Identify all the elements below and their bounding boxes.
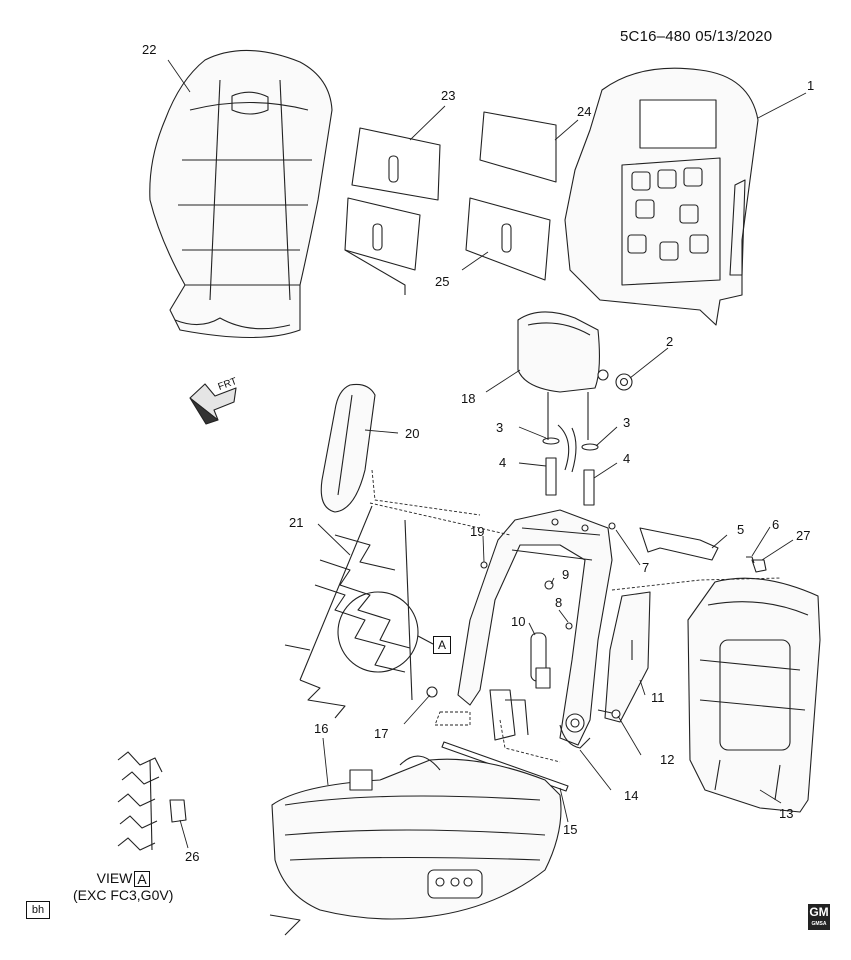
part-21-suspension-mat [284, 505, 413, 719]
callout-2: 2 [666, 334, 674, 349]
part-8-fastener [565, 622, 573, 630]
part-5-handle [639, 527, 719, 561]
view-caption: VIEW A (EXC FC3,G0V) [73, 870, 173, 904]
callout-22: 22 [142, 42, 157, 57]
part-17-nut [426, 686, 438, 698]
part-23-back-pads [344, 127, 441, 295]
callout-15: 15 [563, 822, 578, 837]
part-7-fastener [608, 522, 616, 530]
callout-19: 19 [470, 524, 485, 539]
callout-4-right: 4 [623, 451, 631, 466]
view-a-detail-circle [337, 591, 419, 673]
part-6-clip [746, 556, 755, 564]
part-25-panel [465, 197, 551, 281]
view-a-detail [117, 751, 187, 851]
view-caption-prefix: VIEW [96, 870, 133, 886]
part-2-bezel [597, 369, 633, 391]
callout-11: 11 [651, 690, 665, 705]
part-19-fastener [480, 561, 488, 569]
part-24-panel [479, 111, 557, 183]
callout-9: 9 [562, 567, 570, 582]
callout-3-left: 3 [496, 420, 504, 435]
part-13-rear-panel [687, 577, 821, 813]
callout-24: 24 [577, 104, 592, 119]
part-22-seatback-cover [149, 49, 333, 339]
part-9-nut [544, 580, 554, 590]
part-27-clip [751, 559, 767, 573]
gm-logo-sub: GMSA [811, 921, 827, 927]
callout-1: 1 [807, 78, 815, 93]
callout-10: 10 [511, 614, 526, 629]
callout-21: 21 [289, 515, 304, 530]
callout-26: 26 [185, 849, 200, 864]
part-18-headrest [517, 311, 601, 440]
callout-20: 20 [405, 426, 420, 441]
callout-6: 6 [772, 517, 780, 532]
callout-18: 18 [461, 391, 476, 406]
view-caption-letter: A [134, 870, 150, 887]
callout-7: 7 [642, 560, 650, 575]
callout-3-right: 3 [623, 415, 631, 430]
gm-logo-text: GM [809, 905, 829, 919]
callout-23: 23 [441, 88, 456, 103]
diagram-code: 5C16–480 05/13/2020 [620, 28, 773, 45]
seatback-frame [457, 509, 613, 749]
callout-12: 12 [660, 752, 675, 767]
part-1-back-panel [564, 67, 759, 326]
callout-25: 25 [435, 274, 450, 289]
callout-8: 8 [555, 595, 563, 610]
callout-13: 13 [779, 806, 794, 821]
part-20-side-bolster [320, 383, 376, 513]
callout-27: 27 [796, 528, 811, 543]
part-3-4-guides [542, 424, 599, 506]
callout-4-left: 4 [499, 455, 507, 470]
front-arrow-icon [189, 383, 237, 425]
corner-tag: bh [26, 901, 50, 919]
part-16-seat-cushion [269, 755, 562, 936]
view-a-reference-box: A [433, 636, 451, 654]
part-14-trim [489, 689, 529, 741]
gm-logo: GM GMSA [808, 904, 830, 930]
callout-17: 17 [374, 726, 389, 741]
callout-14: 14 [624, 788, 639, 803]
view-caption-note: (EXC FC3,G0V) [73, 887, 174, 903]
part-10-recliner-motor [530, 632, 551, 689]
callout-16: 16 [314, 721, 329, 736]
callout-5: 5 [737, 522, 745, 537]
part-11-side-pad [604, 591, 651, 723]
leader-lines [167, 59, 807, 849]
